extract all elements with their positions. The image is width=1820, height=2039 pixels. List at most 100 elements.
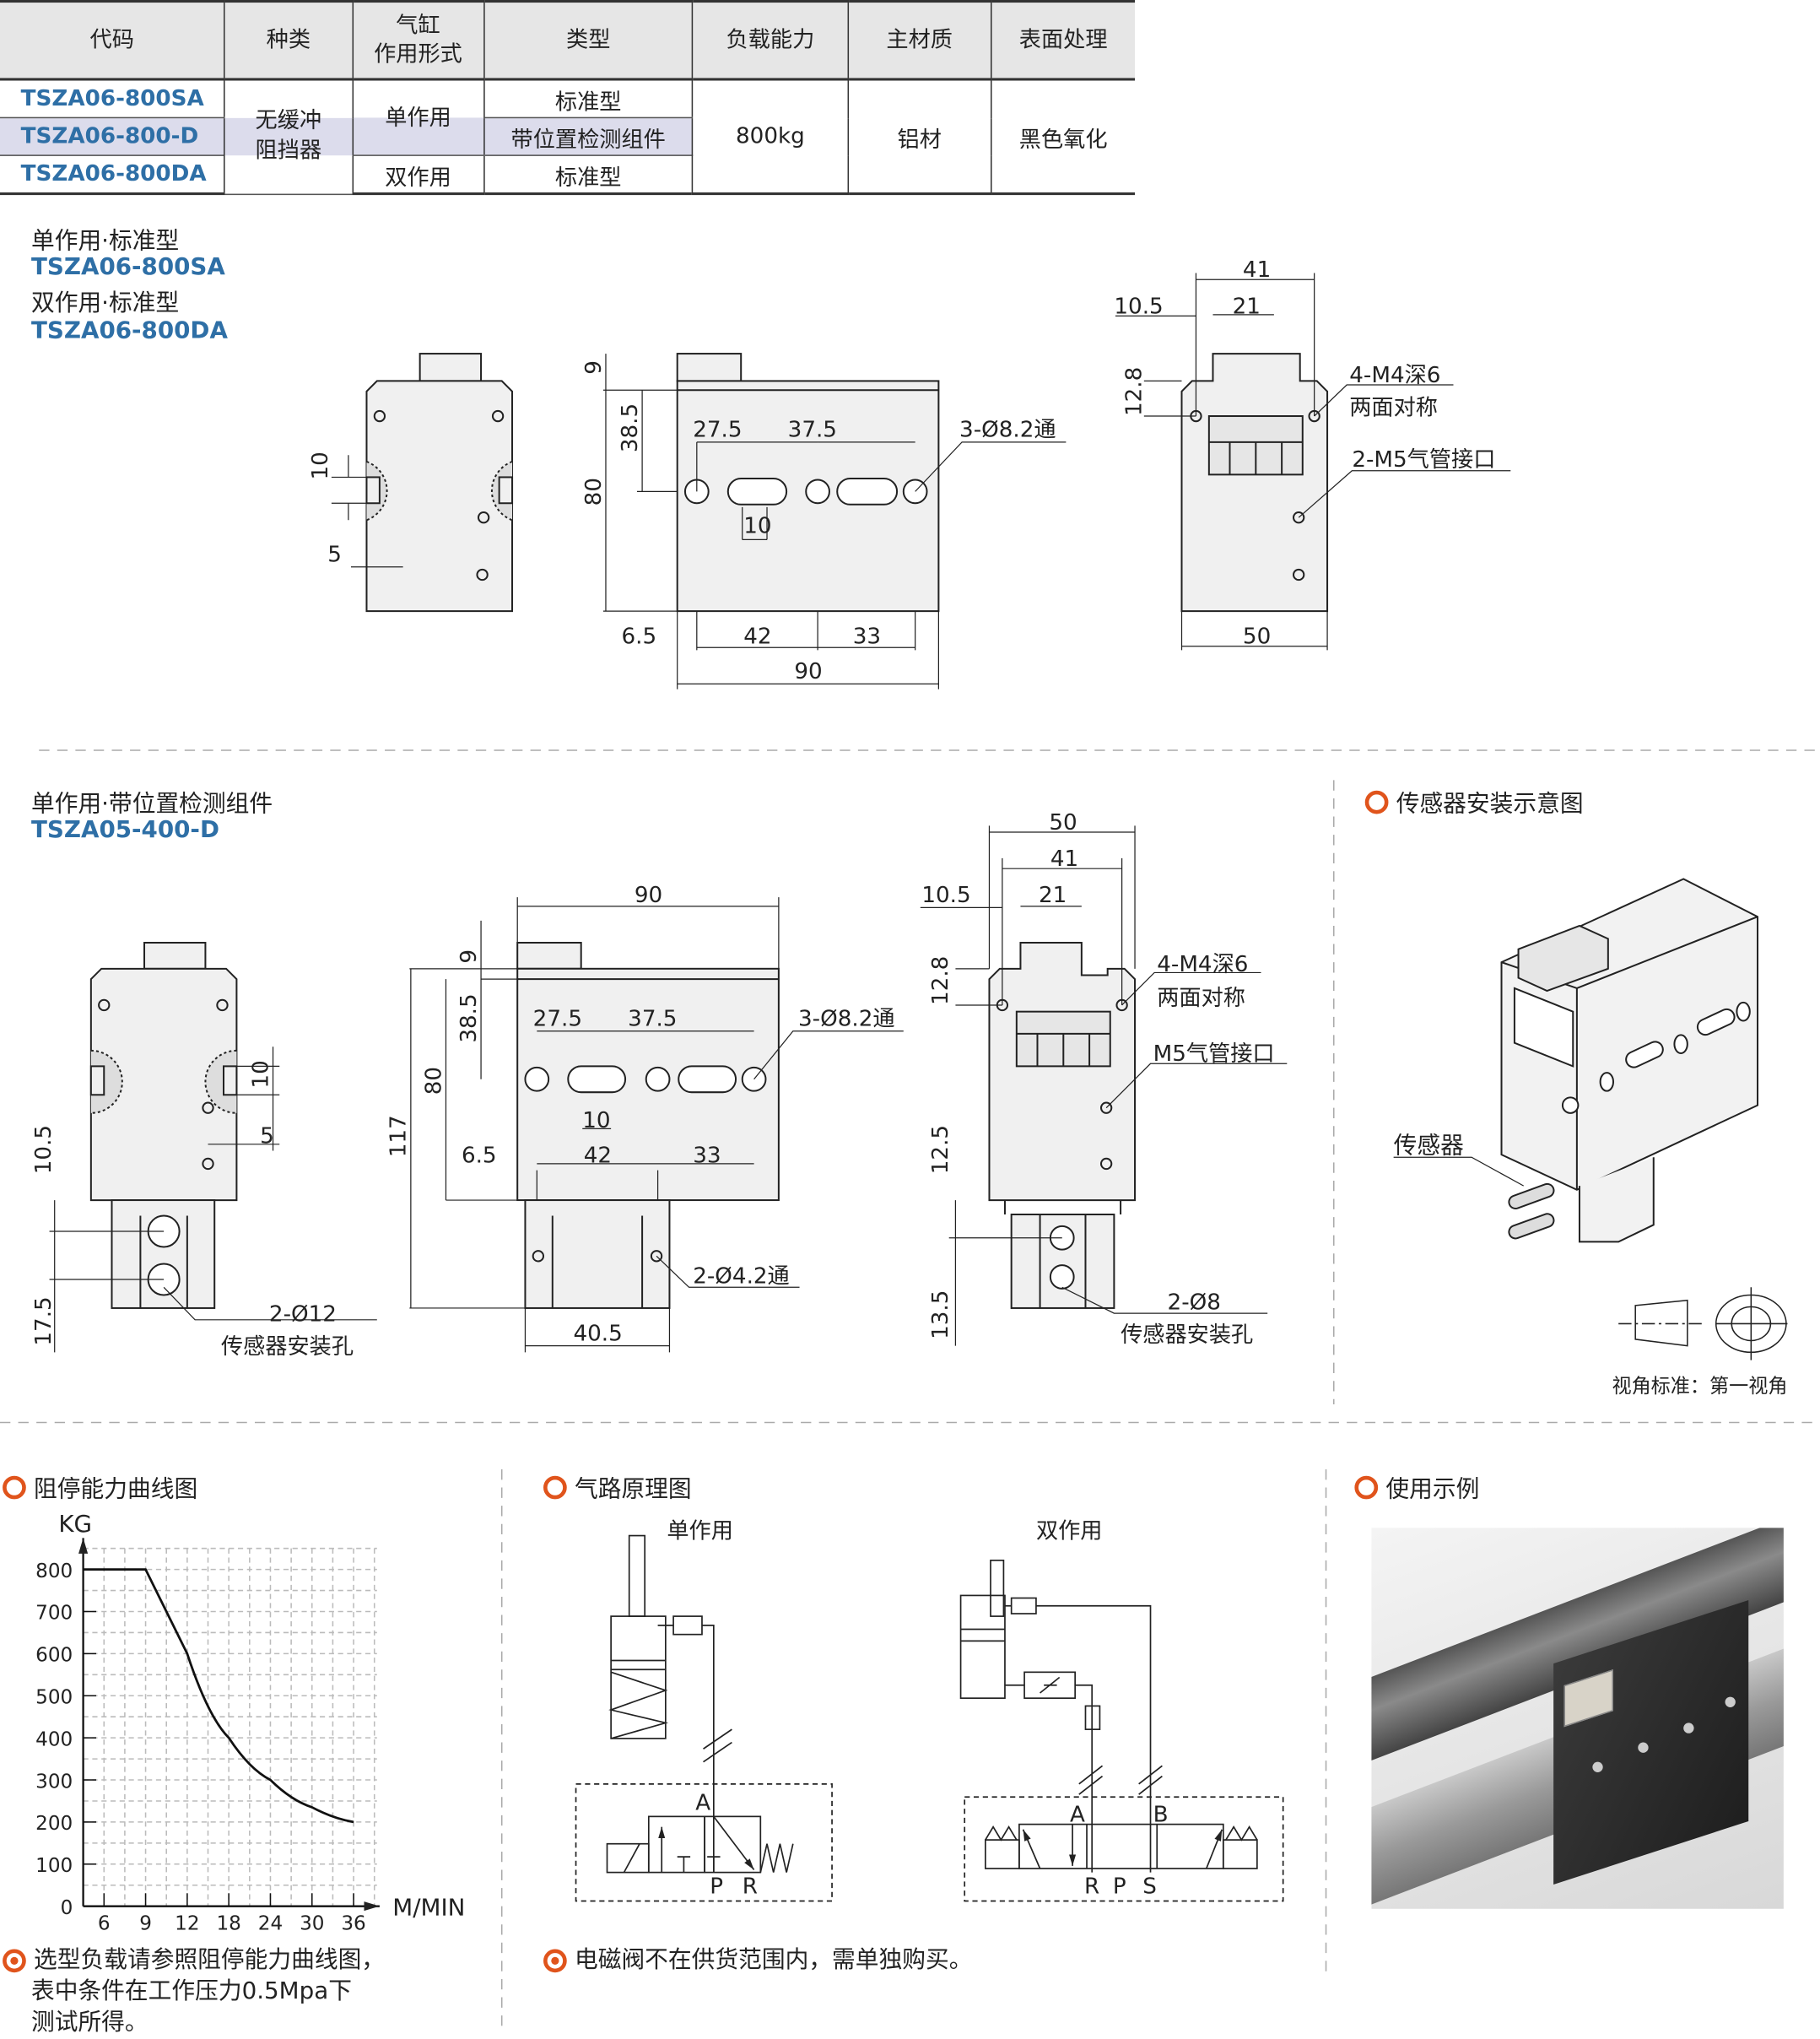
dim-e-90: 90 [635, 883, 662, 908]
dim-e-10: 10 [582, 1108, 610, 1133]
dim-f-12-8: 12.8 [928, 956, 953, 1005]
dim-d-17-5: 17.5 [31, 1296, 57, 1345]
dim-b-10: 10 [743, 514, 771, 539]
port-p2-label: P [1113, 1874, 1126, 1899]
drawing-b-front-view [602, 353, 1067, 690]
dim-a-10: 10 [308, 452, 333, 479]
dim-c-21: 21 [1233, 294, 1261, 319]
dim-f-12-5: 12.5 [928, 1125, 953, 1174]
dim-c-10-5: 10.5 [1114, 294, 1163, 319]
dot-bullet-icon [3, 1949, 26, 1973]
header-material: 主材质 [847, 0, 991, 81]
action-double-cell: 双作用 [351, 155, 484, 196]
dim-f-m5: M5气管接口 [1153, 1041, 1275, 1067]
table-header-row: 代码 种类 气缸作用形式 类型 负载能力 主材质 表面处理 [0, 0, 1136, 81]
sensor-isometric-drawing [1393, 878, 1759, 1243]
pneumatic-single-diagram [575, 1534, 833, 1902]
table-row: TSZA06-800SA 无缓冲阻挡器 单作用 标准型 800kg 铝材 黑色氧… [0, 78, 1136, 196]
dim-d-hole: 2-Ø12 [269, 1301, 337, 1327]
dim-b-80: 80 [581, 478, 607, 506]
dim-c-m4: 4-M4深6 [1349, 363, 1440, 388]
ring-bullet-icon [543, 1475, 567, 1500]
dim-b-hole: 3-Ø8.2通 [959, 418, 1056, 443]
dim-e-38-5: 38.5 [456, 993, 482, 1042]
pneumatic-double-diagram [959, 1559, 1284, 1902]
first-angle-projection-icon [1618, 1287, 1788, 1360]
pneumatic-title: 气路原理图 [574, 1475, 692, 1504]
dim-e-42: 42 [584, 1143, 612, 1168]
curve-note-line2: 表中条件在工作压力0.5Mpa下 [30, 1977, 352, 2005]
type-cell: 标准型 [483, 155, 693, 196]
y-tick-label: 500 [35, 1687, 73, 1709]
sensor-install-heading: 传感器安装示意图 [1364, 786, 1584, 819]
model-code-single: TSZA06-800SA [30, 253, 225, 281]
kind-line1: 无缓冲 [255, 108, 322, 135]
port-b-label: B [1153, 1803, 1169, 1828]
y-tick-label: 0 [61, 1897, 73, 1919]
series-line [83, 1568, 354, 1824]
sensor-install-title: 传感器安装示意图 [1396, 790, 1584, 819]
dim-c-m5: 2-M5气管接口 [1352, 447, 1495, 473]
model-code-double: TSZA06-800DA [30, 316, 228, 345]
pneumatic-heading: 气路原理图 [543, 1471, 692, 1505]
double-action-label: 双作用 [1036, 1519, 1103, 1544]
y-tick-label: 800 [35, 1560, 73, 1582]
dim-f-41: 41 [1050, 846, 1078, 872]
x-tick-label: 18 [216, 1912, 240, 1934]
section-dividers [0, 749, 1820, 2029]
table-row: TSZA06-800DA 双作用 标准型 [0, 155, 1135, 196]
drawing-a-side-view [331, 353, 514, 613]
dim-c-12-8: 12.8 [1122, 367, 1148, 416]
dim-d-10-5: 10.5 [31, 1125, 57, 1174]
dim-f-13-5: 13.5 [928, 1290, 953, 1339]
y-tick-label: 300 [35, 1771, 73, 1793]
model-code-sensor: TSZA05-400-D [30, 816, 219, 844]
dim-b-37-5: 37.5 [788, 418, 837, 443]
dim-e-6-5: 6.5 [462, 1143, 497, 1168]
drawing-b-dimensions: 9 38.5 80 27.5 37.5 10 3-Ø8.2通 6.5 42 33… [581, 360, 1056, 684]
dim-f-50: 50 [1049, 810, 1077, 836]
type-cell: 标准型 [483, 78, 693, 119]
drawing-d-dimensions: 10.5 17.5 10 5 2-Ø12 传感器安装孔 [31, 1060, 354, 1360]
header-cylinder: 气缸作用形式 [351, 0, 484, 81]
y-tick-label: 400 [35, 1728, 73, 1750]
x-tick-label: 36 [341, 1912, 365, 1934]
curve-note-line3: 测试所得。 [30, 2009, 149, 2036]
kind-cell: 无缓冲阻挡器 [224, 78, 353, 195]
y-tick-label: 200 [35, 1813, 73, 1835]
x-tick-label: 30 [300, 1912, 324, 1934]
usage-heading: 使用示例 [1354, 1471, 1479, 1505]
ring-bullet-icon [1354, 1475, 1379, 1500]
dim-e-80: 80 [421, 1067, 446, 1095]
table-row: TSZA06-800-D 带位置检测组件 [0, 117, 1135, 156]
dim-e-9: 9 [456, 949, 482, 964]
dim-f-21: 21 [1039, 883, 1067, 908]
y-tick-label: 100 [35, 1855, 73, 1877]
header-cylinder-line1: 气缸 [396, 13, 440, 40]
port-s-label: S [1142, 1874, 1157, 1899]
port-a2-label: A [1070, 1803, 1085, 1828]
dim-e-37-5: 37.5 [628, 1007, 677, 1032]
screw-icon [1638, 1742, 1649, 1753]
dot-bullet-icon [543, 1949, 567, 1973]
dim-b-27-5: 27.5 [693, 418, 742, 443]
code-cell: TSZA06-800-D [0, 117, 225, 156]
dim-b-90: 90 [794, 659, 822, 684]
dim-c-50: 50 [1243, 625, 1271, 650]
drawing-e-dimensions: 90 9 38.5 80 117 27.5 37.5 3-Ø8.2通 10 6.… [386, 883, 895, 1346]
dim-e-27-5: 27.5 [533, 1007, 582, 1032]
dim-f-m4: 4-M4深6 [1157, 952, 1248, 977]
header-kind: 种类 [224, 0, 353, 81]
dim-e-33: 33 [693, 1143, 721, 1168]
drawing-d-side-view [49, 942, 377, 1353]
pneumatic-single-labels: 单作用 A P R [667, 1519, 758, 1900]
model-label-sensor: 单作用·带位置检测组件 [30, 790, 273, 819]
usage-example-photo [1371, 1528, 1784, 1909]
drawing-c-side-view [1115, 273, 1511, 651]
dim-f-hole: 2-Ø8 [1168, 1290, 1221, 1315]
sensor-label: 传感器 [1394, 1132, 1464, 1160]
x-tick-label: 9 [139, 1912, 152, 1934]
